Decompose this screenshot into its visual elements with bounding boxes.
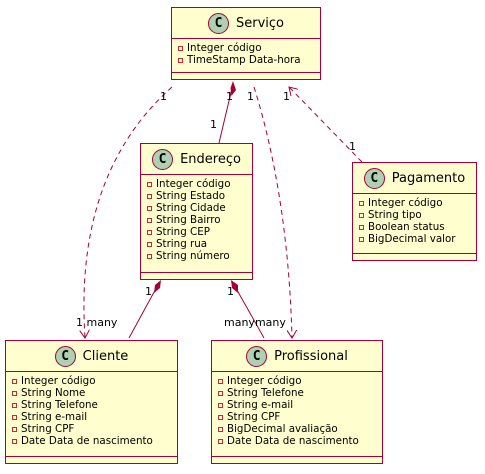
methods-divider: [172, 72, 320, 73]
multiplicity-label: manymany: [224, 316, 286, 329]
attribute-row: String Estado: [147, 190, 252, 202]
class-attributes: Integer código String Telefone String e-…: [212, 372, 382, 447]
class-pagamento[interactable]: C Pagamento Integer código String tipo B…: [352, 162, 477, 261]
private-visibility-icon: [147, 205, 152, 211]
attribute-row: Integer código: [218, 375, 382, 387]
methods-divider: [6, 456, 177, 457]
methods-divider: [353, 253, 476, 254]
attribute-row: Date Data de nascimento: [12, 435, 177, 447]
private-visibility-icon: [147, 217, 152, 223]
private-visibility-icon: [178, 45, 183, 51]
multiplicity-label: 1: [226, 90, 233, 103]
methods-divider: [141, 272, 252, 273]
composition-diamond-servico: [230, 81, 236, 96]
private-visibility-icon: [12, 426, 17, 432]
private-visibility-icon: [218, 414, 223, 420]
private-visibility-icon: [12, 378, 17, 384]
multiplicity-label: 1: [227, 285, 234, 298]
edge-servico-cliente[interactable]: [84, 86, 173, 338]
attribute-row: String Nome: [12, 387, 177, 399]
attribute-row: Boolean status: [359, 221, 476, 233]
private-visibility-icon: [218, 390, 223, 396]
private-visibility-icon: [12, 414, 17, 420]
class-servico[interactable]: C Serviço Integer código TimeStamp Data-…: [171, 7, 321, 80]
class-name: Cliente: [82, 348, 129, 364]
attribute-row: Integer código: [178, 42, 320, 54]
private-visibility-icon: [12, 438, 17, 444]
attribute-row: String CPF: [218, 411, 382, 423]
class-header: C Cliente: [6, 341, 177, 372]
private-visibility-icon: [147, 181, 152, 187]
attribute-row: String e-mail: [12, 411, 177, 423]
private-visibility-icon: [147, 229, 152, 235]
multiplicity-label: 1 many: [76, 316, 118, 329]
private-visibility-icon: [359, 200, 364, 206]
multiplicity-label: 1: [349, 140, 356, 153]
private-visibility-icon: [218, 438, 223, 444]
class-header: C Pagamento: [353, 163, 476, 194]
attribute-row: Date Data de nascimento: [218, 435, 382, 447]
attribute-row: String e-mail: [218, 399, 382, 411]
attribute-row: String tipo: [359, 209, 476, 221]
class-header: C Profissional: [212, 341, 382, 372]
composition-diamond-endereco-cliente: [154, 280, 161, 293]
private-visibility-icon: [218, 378, 223, 384]
attribute-row: BigDecimal valor: [359, 233, 476, 245]
multiplicity-label: 1: [210, 118, 217, 131]
class-name: Pagamento: [391, 170, 466, 186]
attribute-row: String número: [147, 250, 252, 262]
private-visibility-icon: [12, 402, 17, 408]
class-stereotype-icon: C: [152, 148, 174, 170]
private-visibility-icon: [359, 236, 364, 242]
multiplicity-label: 1: [160, 90, 167, 103]
private-visibility-icon: [178, 57, 183, 63]
class-endereco[interactable]: C Endereço Integer código String Estado …: [140, 143, 253, 280]
class-cliente[interactable]: C Cliente Integer código String Nome Str…: [5, 340, 178, 464]
attribute-row: String rua: [147, 238, 252, 250]
edge-servico-endereco: [218, 83, 234, 144]
attribute-row: String Telefone: [218, 387, 382, 399]
class-attributes: Integer código String Nome String Telefo…: [6, 372, 177, 447]
private-visibility-icon: [12, 390, 17, 396]
attribute-row: String CEP: [147, 226, 252, 238]
attribute-row: Integer código: [359, 197, 476, 209]
private-visibility-icon: [218, 402, 223, 408]
class-stereotype-icon: C: [363, 167, 385, 189]
edge-endereco-cliente: [128, 282, 160, 339]
attribute-row: Integer código: [12, 375, 177, 387]
class-stereotype-icon: C: [246, 345, 268, 367]
class-stereotype-icon: C: [207, 12, 229, 34]
class-profissional[interactable]: C Profissional Integer código String Tel…: [211, 340, 383, 464]
attribute-row: BigDecimal avaliação: [218, 423, 382, 435]
class-name: Profissional: [274, 348, 348, 364]
attribute-row: TimeStamp Data-hora: [178, 54, 320, 66]
multiplicity-label: 1: [145, 285, 152, 298]
class-stereotype-icon: C: [54, 345, 76, 367]
attribute-row: Integer código: [147, 178, 252, 190]
private-visibility-icon: [147, 193, 152, 199]
multiplicity-label: 1: [283, 90, 290, 103]
class-attributes: Integer código String Estado String Cida…: [141, 175, 252, 262]
class-header: C Serviço: [172, 8, 320, 39]
edge-endereco-profissional: [232, 282, 265, 339]
private-visibility-icon: [147, 241, 152, 247]
private-visibility-icon: [359, 224, 364, 230]
private-visibility-icon: [218, 426, 223, 432]
attribute-row: String Cidade: [147, 202, 252, 214]
class-name: Endereço: [180, 151, 241, 167]
class-attributes: Integer código String tipo Boolean statu…: [353, 194, 476, 245]
multiplicity-label: 1: [247, 90, 254, 103]
private-visibility-icon: [147, 253, 152, 259]
private-visibility-icon: [359, 212, 364, 218]
class-header: C Endereço: [141, 144, 252, 175]
attribute-row: String Bairro: [147, 214, 252, 226]
class-attributes: Integer código TimeStamp Data-hora: [172, 39, 320, 66]
attribute-row: String CPF: [12, 423, 177, 435]
edge-servico-profissional[interactable]: [253, 86, 292, 338]
methods-divider: [212, 456, 382, 457]
composition-diamond-endereco-profissional: [231, 280, 238, 293]
class-name: Serviço: [235, 15, 284, 31]
attribute-row: String Telefone: [12, 399, 177, 411]
